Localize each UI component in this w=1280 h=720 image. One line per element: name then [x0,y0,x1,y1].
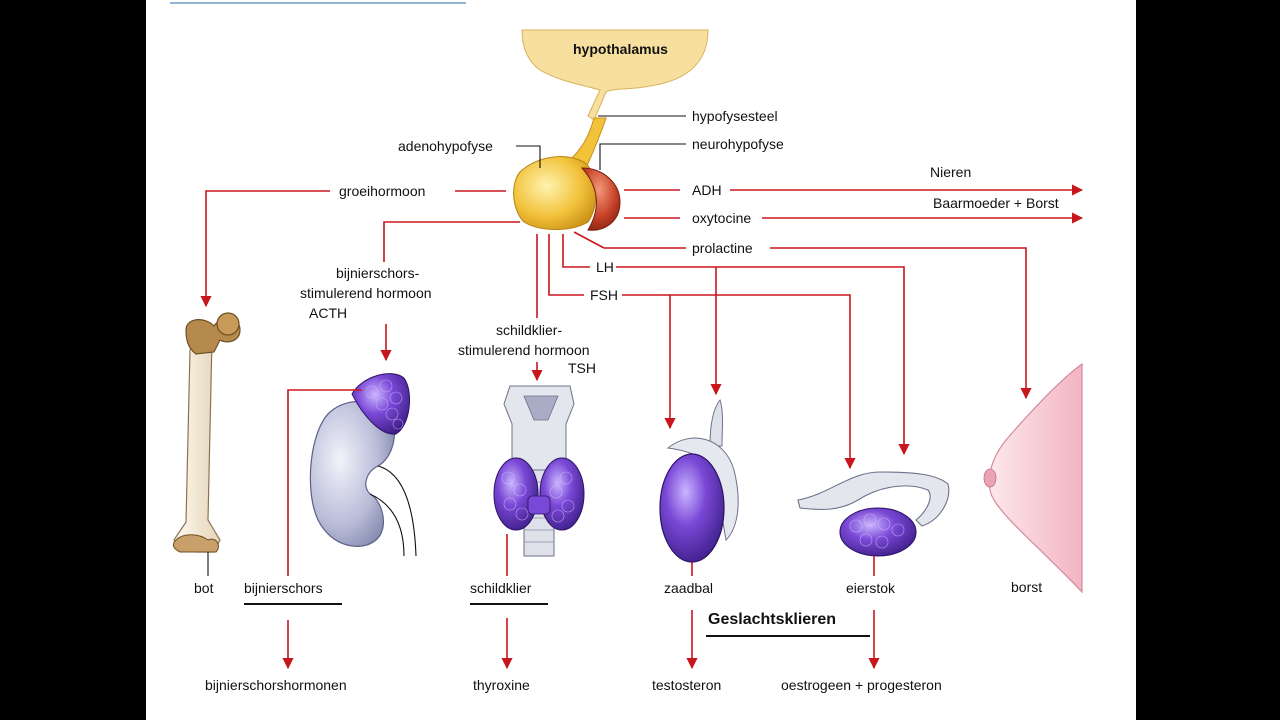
label-tsh-3: TSH [568,360,596,376]
label-acth-1: bijnierschors- [336,265,420,281]
adenohypofyse-shape [513,156,597,230]
label-schildklier: schildklier [470,580,532,596]
thyroid-illustration [493,385,585,576]
label-prolactine: prolactine [692,240,753,256]
label-eierstok: eierstok [846,580,896,596]
label-borst: borst [1011,579,1042,595]
label-bot: bot [194,580,214,596]
label-hypothalamus: hypothalamus [573,41,668,57]
arrow-lh [562,234,910,456]
label-adh: ADH [692,182,722,198]
ovary-illustration [797,471,950,576]
label-hypofysesteel: hypofysesteel [692,108,778,124]
label-oestrogeen-progesteron: oestrogeen + progesteron [781,677,942,693]
label-geslachtsklieren: Geslachtsklieren [708,611,836,628]
label-testosteron: testosteron [652,677,721,693]
leader-adenohypofyse [516,145,541,168]
label-thyroxine: thyroxine [473,677,530,693]
arrow-prolactine [573,231,1032,400]
arrow-acth [380,221,520,362]
label-nieren: Nieren [930,164,971,180]
label-lh: LH [596,259,614,275]
breast-illustration [983,362,1083,594]
kidney-adrenal-illustration [287,373,417,576]
arrow-groeihormoon [200,190,506,308]
label-bijnierschorshormonen: bijnierschorshormonen [205,677,347,693]
label-zaadbal: zaadbal [664,580,713,596]
label-tsh-2: stimulerend hormoon [458,342,590,358]
neurohypofyse-shape [580,167,621,231]
label-groeihormoon: groeihormoon [339,183,425,199]
hypothalamus-shape [521,29,709,121]
label-tsh-1: schildklier- [496,322,562,338]
bone-illustration [172,312,241,576]
label-acth-3: ACTH [309,305,347,321]
label-oxytocine: oxytocine [692,210,751,226]
label-bijnierschors: bijnierschors [244,580,323,596]
label-acth-2: stimulerend hormoon [300,285,432,301]
label-baarmoeder-borst: Baarmoeder + Borst [933,195,1059,211]
label-adenohypofyse: adenohypofyse [398,138,493,154]
page-sheet [146,0,1136,720]
arrow-fsh [548,234,856,470]
label-fsh: FSH [590,287,618,303]
leader-neurohypofyse [599,143,686,170]
label-neurohypofyse: neurohypofyse [692,136,784,152]
testis-illustration [659,398,739,576]
